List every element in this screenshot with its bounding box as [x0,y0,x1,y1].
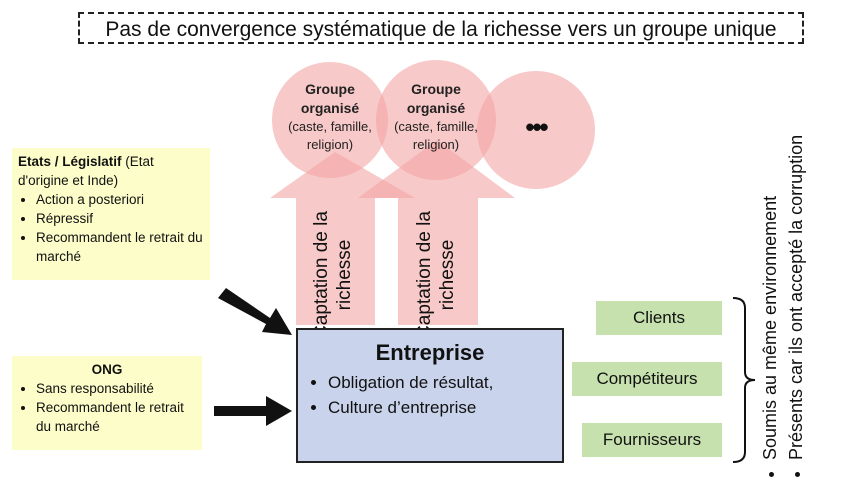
ong-box: ONG Sans responsabilitéRecommandent le r… [12,356,202,450]
fournisseurs-box: Fournisseurs [582,423,722,457]
clients-box: Clients [596,301,722,335]
brace-notes: Soumis au même environnement Présents ca… [757,130,837,480]
group-1-label: Groupe organisé(caste, famille, religion… [288,81,372,152]
capture-arrow-2 [358,140,515,325]
brace [732,297,756,463]
capture-label-2: Captation de la richesse [414,211,458,339]
more-groups-ellipsis: ••• [525,112,548,142]
competiteurs-box: Compétiteurs [572,362,722,396]
group-circle-3 [477,71,595,189]
capture-label-1: Captation de la richesse [311,211,355,339]
etats-box: Etats / Législatif (Etat d'origine et In… [12,148,210,280]
diagram-title: Pas de convergence systématique de la ri… [78,12,804,44]
group-circle-2 [376,60,496,180]
arrow-etats-to-entreprise [218,288,292,335]
black-arrows [214,288,292,426]
entreprise-box: Entreprise Obligation de résultat,Cultur… [296,328,564,463]
group-circle-1 [272,62,388,178]
group-2-label: Groupe organisé(caste, famille, religion… [394,81,478,152]
arrow-ong-to-entreprise [214,396,292,426]
